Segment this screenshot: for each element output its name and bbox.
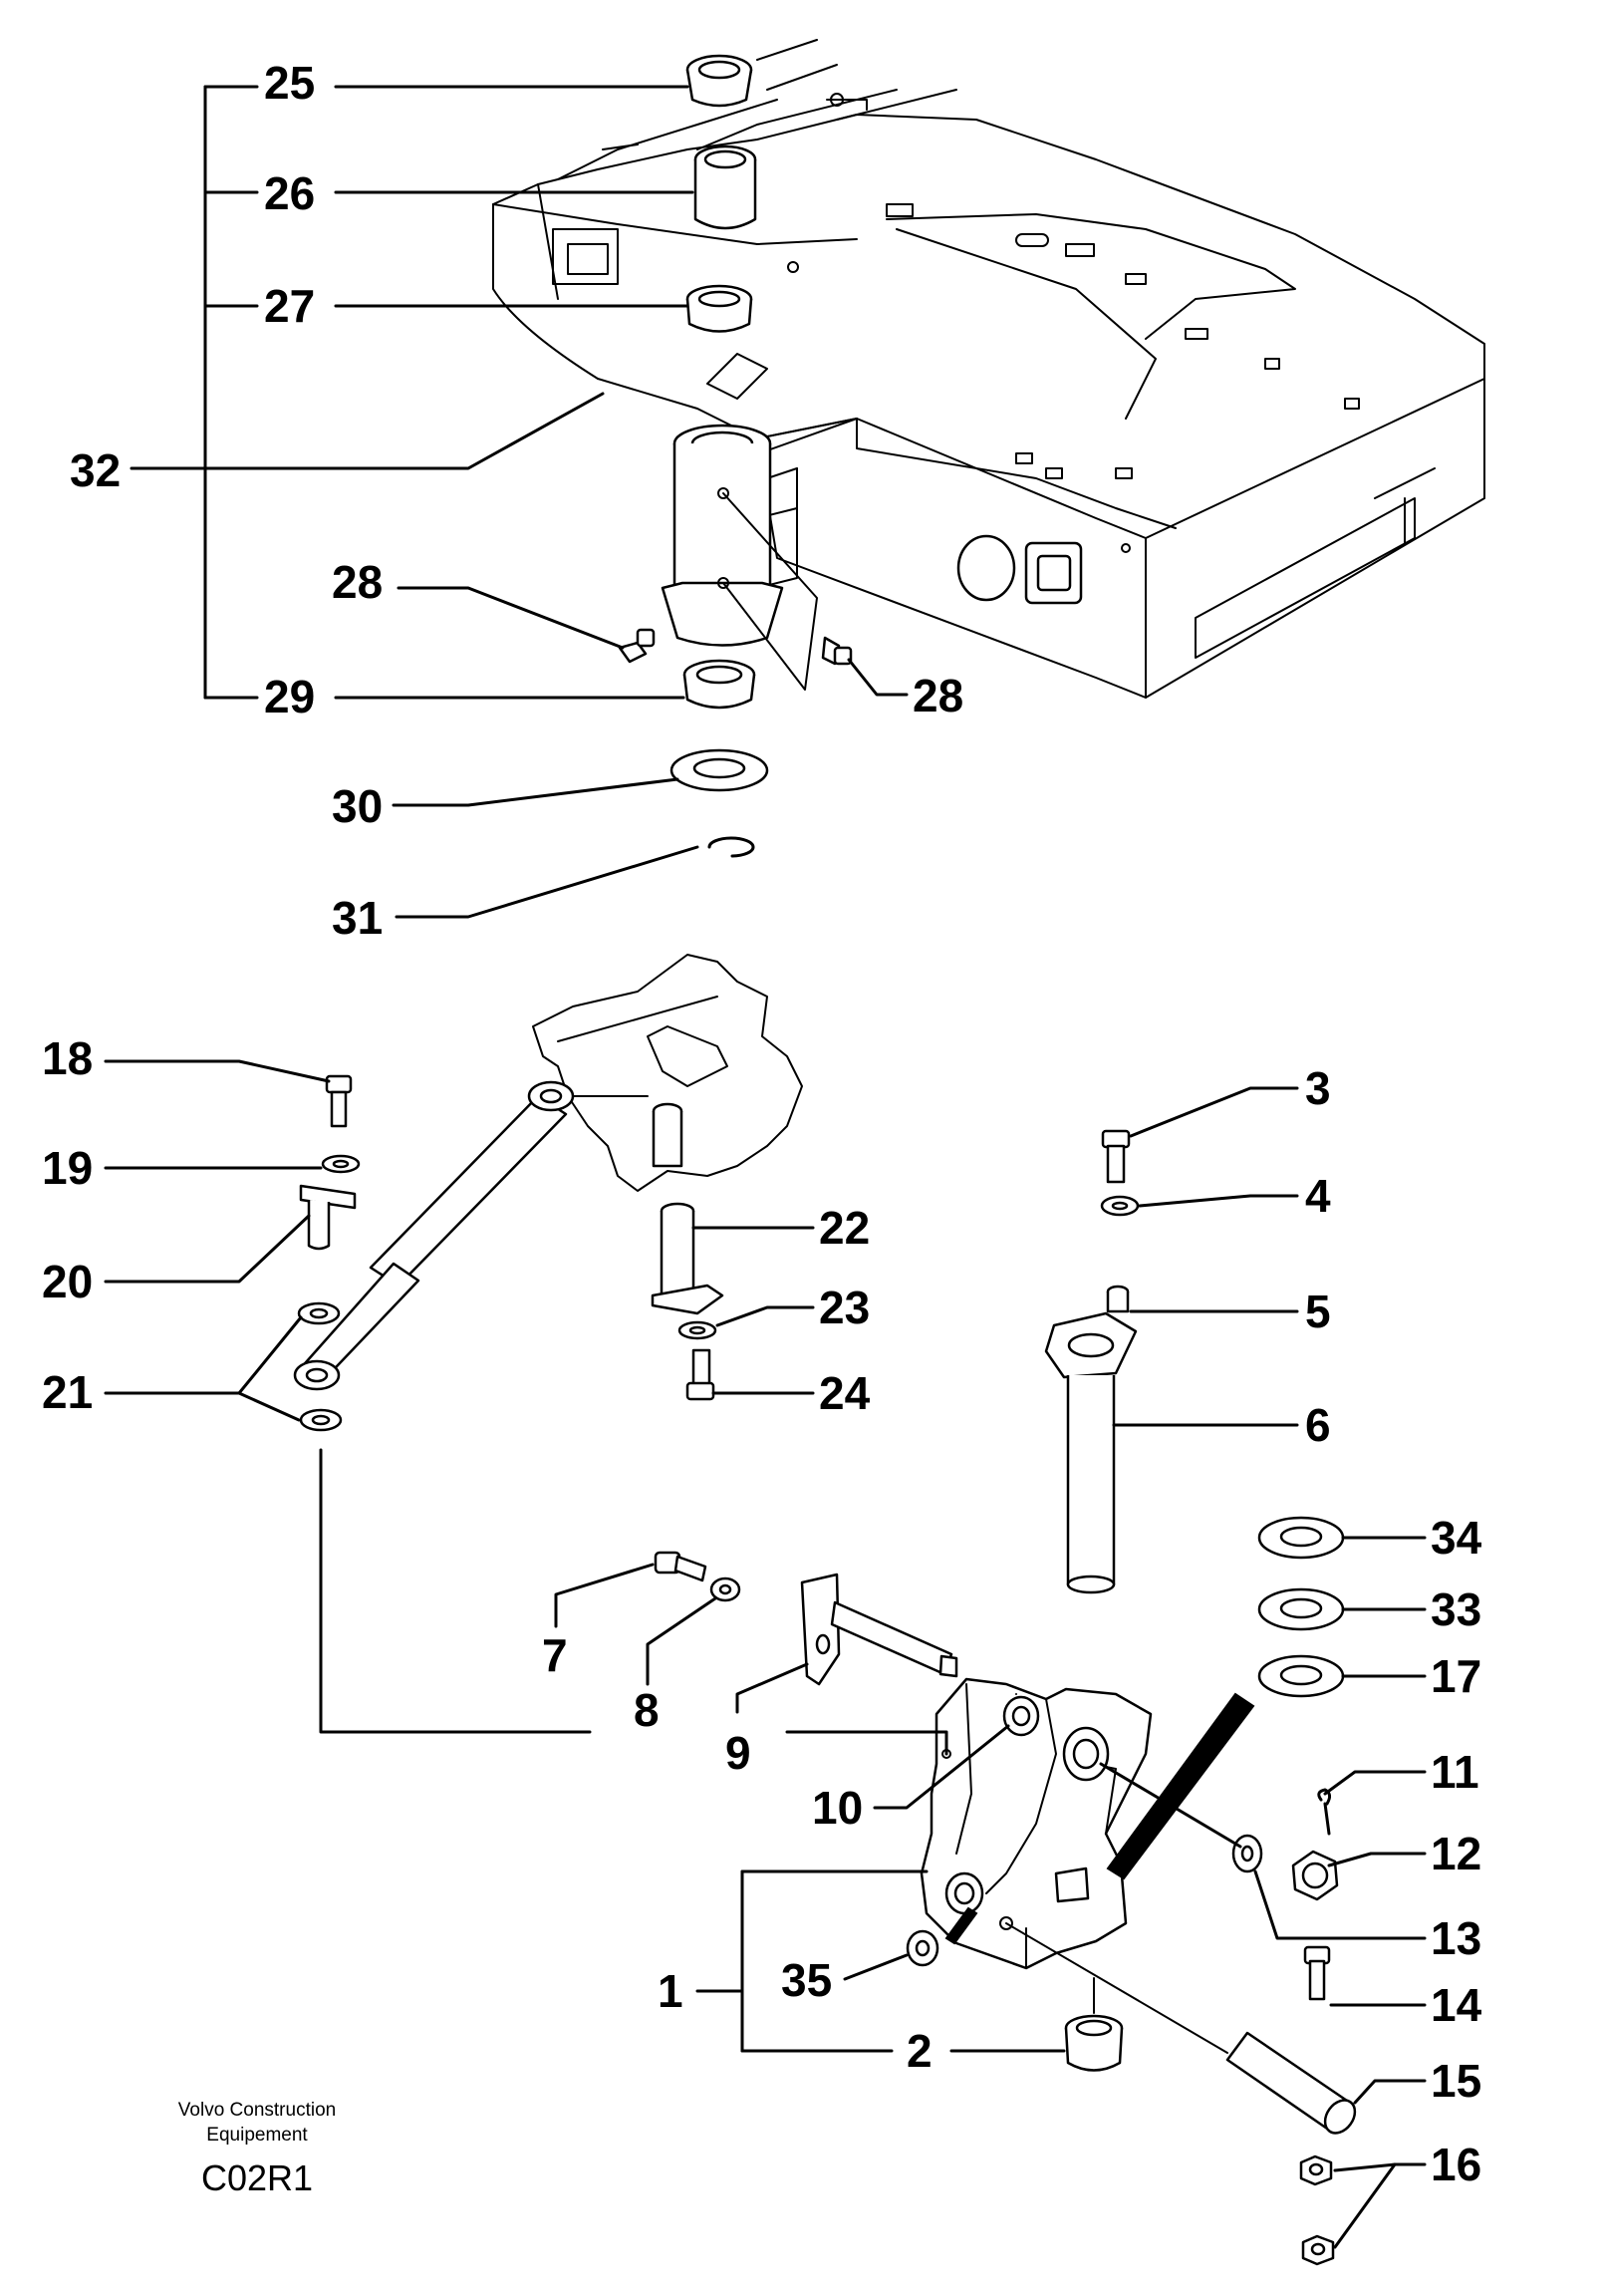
callout-35: 35 xyxy=(781,1954,832,2006)
callout-17: 17 xyxy=(1431,1650,1481,1702)
callout-23: 23 xyxy=(819,1282,870,1333)
bushing-27 xyxy=(685,284,753,333)
callout-5: 5 xyxy=(1305,1286,1331,1337)
pivot-pin-6 xyxy=(1044,1311,1138,1594)
wedge-pointer xyxy=(1106,1692,1255,1880)
bolt-3 xyxy=(1101,1129,1131,1184)
callout-29: 29 xyxy=(264,671,315,722)
castle-nut-12 xyxy=(1291,1850,1339,1901)
pin-22 xyxy=(651,1202,724,1315)
callout-15: 15 xyxy=(1431,2055,1481,2107)
pin-20 xyxy=(299,1184,357,1251)
washer-8 xyxy=(709,1577,741,1602)
callout-12: 12 xyxy=(1431,1828,1481,1879)
bushing-25 xyxy=(685,54,753,108)
callout-14: 14 xyxy=(1431,1979,1482,2031)
callout-25: 25 xyxy=(264,57,315,109)
callout-19: 19 xyxy=(42,1142,93,1194)
callout-6: 6 xyxy=(1305,1399,1331,1451)
washer-35 xyxy=(906,1929,939,1967)
callout-27: 27 xyxy=(264,280,315,332)
washer-34 xyxy=(1257,1516,1345,1560)
diagram-code: C02R1 xyxy=(201,2157,313,2198)
washer-19 xyxy=(321,1154,361,1174)
bushing-2 xyxy=(1064,2014,1124,2072)
callout-16: 16 xyxy=(1431,2139,1481,2190)
callout-21: 21 xyxy=(42,1366,93,1418)
callout-1: 1 xyxy=(658,1965,683,2017)
leader-lines xyxy=(104,85,1427,2249)
gas-spring-cylinder xyxy=(293,1080,575,1391)
bolt-24 xyxy=(685,1348,715,1401)
callout-3: 3 xyxy=(1305,1062,1331,1114)
bushing-29 xyxy=(682,659,756,710)
bolt-14 xyxy=(1303,1945,1331,2001)
grease-nipple-28-left xyxy=(618,628,656,664)
grease-nipple-28-right xyxy=(821,636,853,666)
chassis-frame xyxy=(492,39,1485,699)
callout-24: 24 xyxy=(819,1367,871,1419)
split-pin-11 xyxy=(1317,1788,1332,1836)
callout-26: 26 xyxy=(264,167,315,219)
callout-20: 20 xyxy=(42,1256,93,1307)
callout-8: 8 xyxy=(634,1684,660,1736)
washer-23 xyxy=(677,1320,717,1340)
lock-pin-9 xyxy=(800,1573,958,1686)
maker-line-2: Equipement xyxy=(206,2125,308,2146)
callout-labels: 25 26 27 32 28 29 28 30 31 18 19 20 21 2… xyxy=(42,57,1482,2190)
circlip-31 xyxy=(707,836,755,858)
bolt-7 xyxy=(654,1551,707,1582)
callout-34: 34 xyxy=(1431,1512,1482,1564)
washer-13 xyxy=(1231,1834,1263,1873)
nut-16-top xyxy=(1299,2154,1333,2186)
callout-18: 18 xyxy=(42,1032,93,1084)
callout-13: 13 xyxy=(1431,1912,1481,1964)
callout-22: 22 xyxy=(819,1202,870,1254)
callout-2: 2 xyxy=(907,2025,933,2077)
callout-32: 32 xyxy=(70,444,121,496)
nut-16-bottom xyxy=(1301,2234,1335,2266)
footer: Volvo Construction Equipement C02R1 xyxy=(178,2100,336,2198)
callout-28-right: 28 xyxy=(913,670,963,721)
washer-33 xyxy=(1257,1587,1345,1631)
callout-28-left: 28 xyxy=(332,556,383,608)
callout-31: 31 xyxy=(332,892,383,944)
washer-4 xyxy=(1100,1195,1140,1217)
pin-15 xyxy=(1225,2031,1357,2135)
maker-line-1: Volvo Construction xyxy=(178,2100,336,2121)
pivot-housing-32 xyxy=(661,424,784,647)
bolt-18 xyxy=(325,1074,353,1128)
frame-cutout xyxy=(532,954,803,1192)
callout-4: 4 xyxy=(1305,1170,1331,1222)
washer-30 xyxy=(669,748,769,792)
callout-11: 11 xyxy=(1431,1746,1479,1798)
washer-17 xyxy=(1257,1654,1345,1698)
callout-7: 7 xyxy=(542,1629,568,1681)
dowel-5 xyxy=(1106,1285,1130,1313)
washer-21-top xyxy=(297,1301,341,1325)
bushing-26 xyxy=(693,144,757,230)
callout-10: 10 xyxy=(812,1782,863,1834)
callout-30: 30 xyxy=(332,780,383,832)
callout-33: 33 xyxy=(1431,1583,1481,1635)
washer-21-bottom xyxy=(299,1408,343,1432)
callout-9: 9 xyxy=(725,1727,751,1779)
